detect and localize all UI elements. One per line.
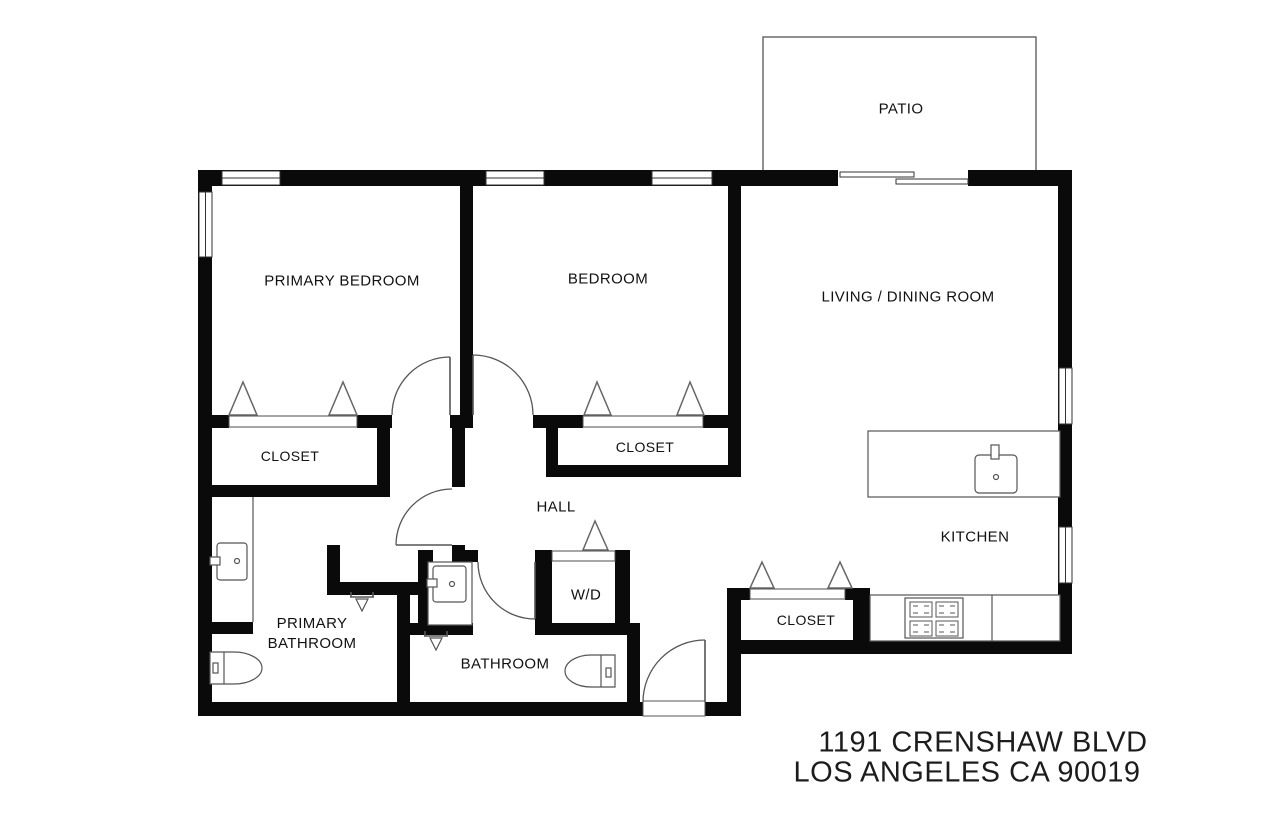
- bedroom-divider-wall: [460, 184, 473, 415]
- stove-burner-icon: [909, 620, 933, 637]
- stove-burner-icon: [935, 620, 959, 637]
- bifold-door-icon: [826, 560, 854, 589]
- sink-drain-icon: [448, 580, 456, 588]
- stove-burner-icon: [935, 601, 959, 618]
- bifold-door-icon: [327, 380, 359, 416]
- sink-drain-icon: [992, 473, 1000, 481]
- toilet-icon: [564, 654, 616, 688]
- closet-track: [228, 415, 358, 428]
- bifold-door-icon: [675, 380, 706, 416]
- bedroom-closet-bottom-wall: [546, 465, 741, 477]
- bifold-doors: [227, 380, 854, 589]
- door-swings: [391, 354, 706, 703]
- primary-bath-shower-wall: [327, 582, 420, 595]
- bedroom-closet-left-wall: [546, 415, 558, 477]
- bedroom-south-wall: [198, 415, 229, 428]
- closet-track: [749, 588, 846, 600]
- shower-head-icon: [429, 637, 443, 652]
- sliding-door-panel: [895, 178, 969, 185]
- room-label-washer-dryer: W/D: [570, 586, 602, 604]
- toilet-flush-icon: [212, 662, 219, 674]
- door-swing-arc: [472, 354, 534, 416]
- sink-drain-icon: [233, 557, 241, 565]
- room-label-patio: PATIO: [878, 100, 924, 118]
- wd-right-wall: [615, 550, 630, 635]
- primary-closet-right-wall: [377, 415, 390, 497]
- toilet-icon: [209, 651, 263, 685]
- closet-track: [551, 550, 616, 562]
- room-label-living-dining: LIVING / DINING ROOM: [821, 288, 995, 306]
- toilet-flush-icon: [605, 667, 612, 678]
- closet-tracks: [228, 415, 846, 600]
- bedroom-south-wall: [450, 415, 473, 428]
- room-label-closet-primary: CLOSET: [260, 448, 320, 464]
- closet-track: [582, 415, 704, 428]
- shower-head-icon: [350, 592, 374, 598]
- entry-step-wall: [727, 588, 741, 716]
- primary-closet-bottom-wall: [198, 485, 390, 497]
- door-swing-arc: [395, 488, 453, 546]
- stove-burner-detail: [913, 605, 955, 633]
- wd-left-wall: [535, 550, 552, 635]
- room-label-primary-bedroom: PRIMARY BEDROOM: [264, 272, 420, 290]
- door-swing-arc: [642, 639, 706, 703]
- shower-head-icon: [424, 631, 448, 637]
- bifold-door-icon: [582, 380, 613, 416]
- address-line-2: LOS ANGELES CA 90019: [793, 756, 1141, 789]
- windows: [198, 170, 1073, 717]
- kitchen-bottom-wall: [727, 640, 1072, 654]
- exterior-left-wall: [198, 170, 212, 716]
- bifold-door-icon: [227, 380, 259, 416]
- wd-bottom-wall: [535, 623, 630, 635]
- kitchen-island: [867, 430, 1061, 498]
- bifold-door-icon: [748, 560, 776, 589]
- vanity-sink-icon: [216, 542, 248, 581]
- faucet-icon: [990, 444, 1000, 460]
- living-divider-wall: [728, 184, 741, 477]
- bathroom-vanity-bottom-wall: [407, 623, 473, 635]
- room-label-closet-entry: CLOSET: [776, 612, 836, 628]
- entry-closet-top-wall: [740, 588, 750, 600]
- primary-bath-stub-wall: [198, 622, 253, 634]
- exterior-bottom-wall: [198, 702, 740, 716]
- room-label-kitchen: KITCHEN: [940, 528, 1010, 546]
- hall-west-wall: [452, 428, 465, 487]
- shower-head-icon: [355, 598, 369, 613]
- room-label-hall: HALL: [536, 498, 576, 516]
- entry-closet-right-wall: [853, 588, 870, 654]
- kitchen-counter: [869, 594, 1061, 642]
- entry-door-threshold: [642, 700, 706, 717]
- faucet-icon: [426, 578, 438, 588]
- fixtures: [209, 430, 1061, 688]
- door-swing-arc: [391, 356, 451, 416]
- sliding-door-panel: [839, 171, 915, 178]
- patio-outline: [762, 36, 1037, 173]
- primary-bath-east-wall: [397, 582, 410, 702]
- bedroom-south-wall: [703, 415, 741, 428]
- room-label-bedroom: BEDROOM: [567, 270, 649, 288]
- hall-south-wall: [452, 550, 478, 562]
- room-label-bathroom: BATHROOM: [460, 655, 550, 673]
- stove-burner-icon: [909, 601, 933, 618]
- bathroom-east-wall: [627, 623, 640, 716]
- room-label-closet-bedroom: CLOSET: [615, 439, 675, 455]
- address-line-1: 1191 CRENSHAW BLVD: [818, 726, 1148, 759]
- door-swing-arc: [477, 561, 536, 620]
- room-label-primary-bathroom: PRIMARY BATHROOM: [267, 615, 357, 652]
- bifold-door-icon: [581, 519, 610, 551]
- window-mullion-lines: [205, 177, 1066, 583]
- faucet-icon: [209, 556, 221, 566]
